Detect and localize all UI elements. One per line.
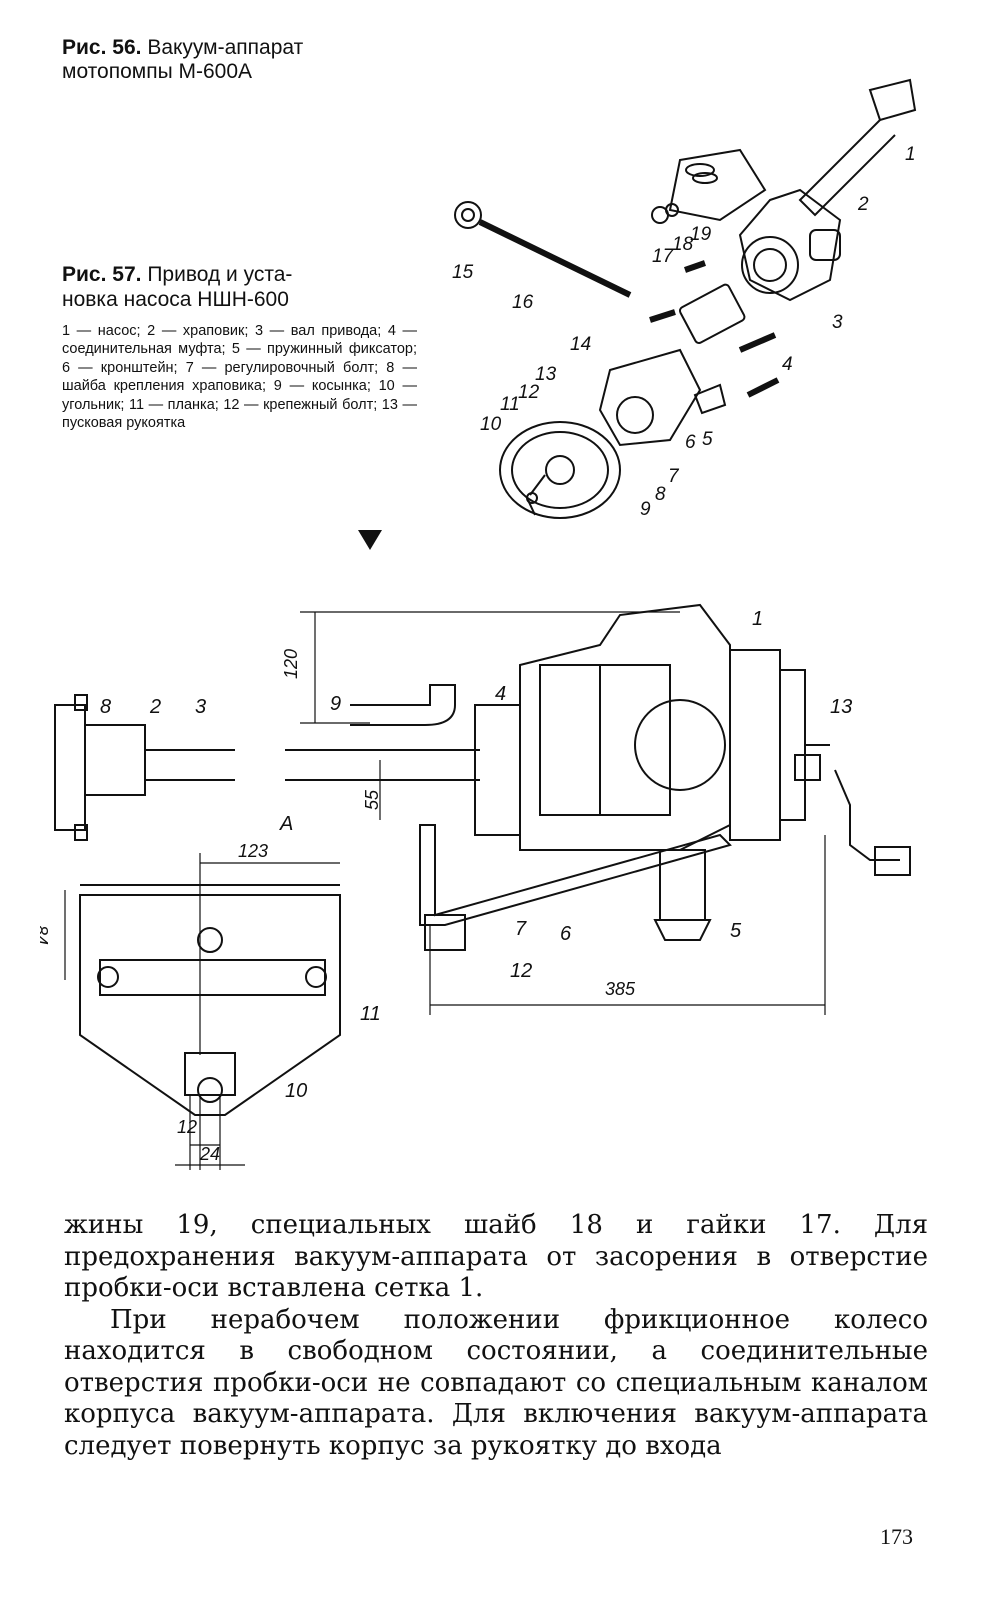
drawing-label-11: 11 [360, 1003, 381, 1025]
dim-385: 385 [605, 979, 636, 999]
drawing-label-13: 13 [830, 696, 852, 718]
exploded-label-3: 3 [832, 312, 843, 333]
exploded-label-5: 5 [702, 429, 713, 450]
exploded-label-14: 14 [570, 334, 591, 355]
drawing-label-3: 3 [195, 696, 206, 718]
exploded-label-15: 15 [452, 262, 474, 283]
paragraph-1: жины 19, специальных шайб 18 и гайки 17.… [64, 1210, 928, 1303]
exploded-label-1: 1 [905, 144, 916, 165]
fig56-label: Рис. 56. [62, 36, 142, 59]
exploded-label-13: 13 [535, 364, 557, 385]
fig57-title-line1: Привод и уста- [147, 263, 293, 286]
exploded-label-11: 11 [500, 394, 520, 415]
exploded-label-19: 19 [690, 224, 712, 245]
fig57-label: Рис. 57. [62, 263, 142, 286]
drawing-label-5: 5 [730, 920, 742, 942]
dim-12: 12 [177, 1117, 197, 1137]
exploded-label-12: 12 [518, 382, 540, 403]
assembly-drawing: 8 2 3 9 4 1 13 А 7 6 5 12 11 10 120 55 1… [40, 603, 911, 1170]
drawing-label-1: 1 [752, 608, 763, 630]
exploded-label-4: 4 [782, 354, 793, 375]
dim-24: 24 [199, 1144, 220, 1164]
fig57-caption: Рис. 57. Привод и уста- новка насоса НШН… [62, 262, 392, 312]
exploded-label-10: 10 [480, 414, 502, 435]
fig56-title-line1: Вакуум-аппарат [147, 36, 304, 59]
drawing-label-8: 8 [100, 696, 111, 718]
dim-55: 55 [362, 789, 382, 810]
drawing-label-12: 12 [510, 960, 532, 982]
dim-123: 123 [238, 841, 268, 861]
fig56-title-line2: мотопомпы М-600А [62, 60, 253, 83]
fig57-title-line2: новка насоса НШН-600 [62, 288, 289, 311]
exploded-label-17: 17 [652, 246, 675, 267]
down-triangle-icon [358, 530, 382, 550]
body-text: жины 19, специальных шайб 18 и гайки 17.… [64, 1210, 928, 1462]
fig56-caption: Рис. 56. Вакуум-аппарат мотопомпы М-600А [62, 36, 402, 84]
dim-120: 120 [281, 649, 301, 679]
exploded-label-2: 2 [857, 194, 869, 215]
drawing-label-4: 4 [495, 683, 506, 705]
exploded-label-8: 8 [655, 484, 666, 505]
exploded-label-18: 18 [672, 234, 694, 255]
exploded-label-7: 7 [668, 466, 680, 487]
drawing-label-6: 6 [560, 923, 572, 945]
exploded-label-9: 9 [640, 499, 651, 520]
drawing-label-2: 2 [149, 696, 161, 718]
paragraph-2: При нерабочем положении фрикционное коле… [64, 1304, 928, 1461]
drawing-label-A: А [279, 813, 293, 835]
fig57-legend: 1 — насос; 2 — храповик; 3 — вал привода… [62, 323, 417, 432]
page-number: 173 [880, 1524, 913, 1549]
exploded-label-16: 16 [512, 292, 534, 313]
dim-84: 84 [40, 925, 51, 945]
exploded-view-figure: 1 2 3 4 5 6 7 8 9 10 11 12 13 14 15 16 1… [452, 78, 917, 520]
drawing-label-10: 10 [285, 1080, 307, 1102]
drawing-label-9: 9 [330, 693, 341, 715]
exploded-label-6: 6 [685, 432, 696, 453]
drawing-label-7: 7 [515, 918, 527, 940]
